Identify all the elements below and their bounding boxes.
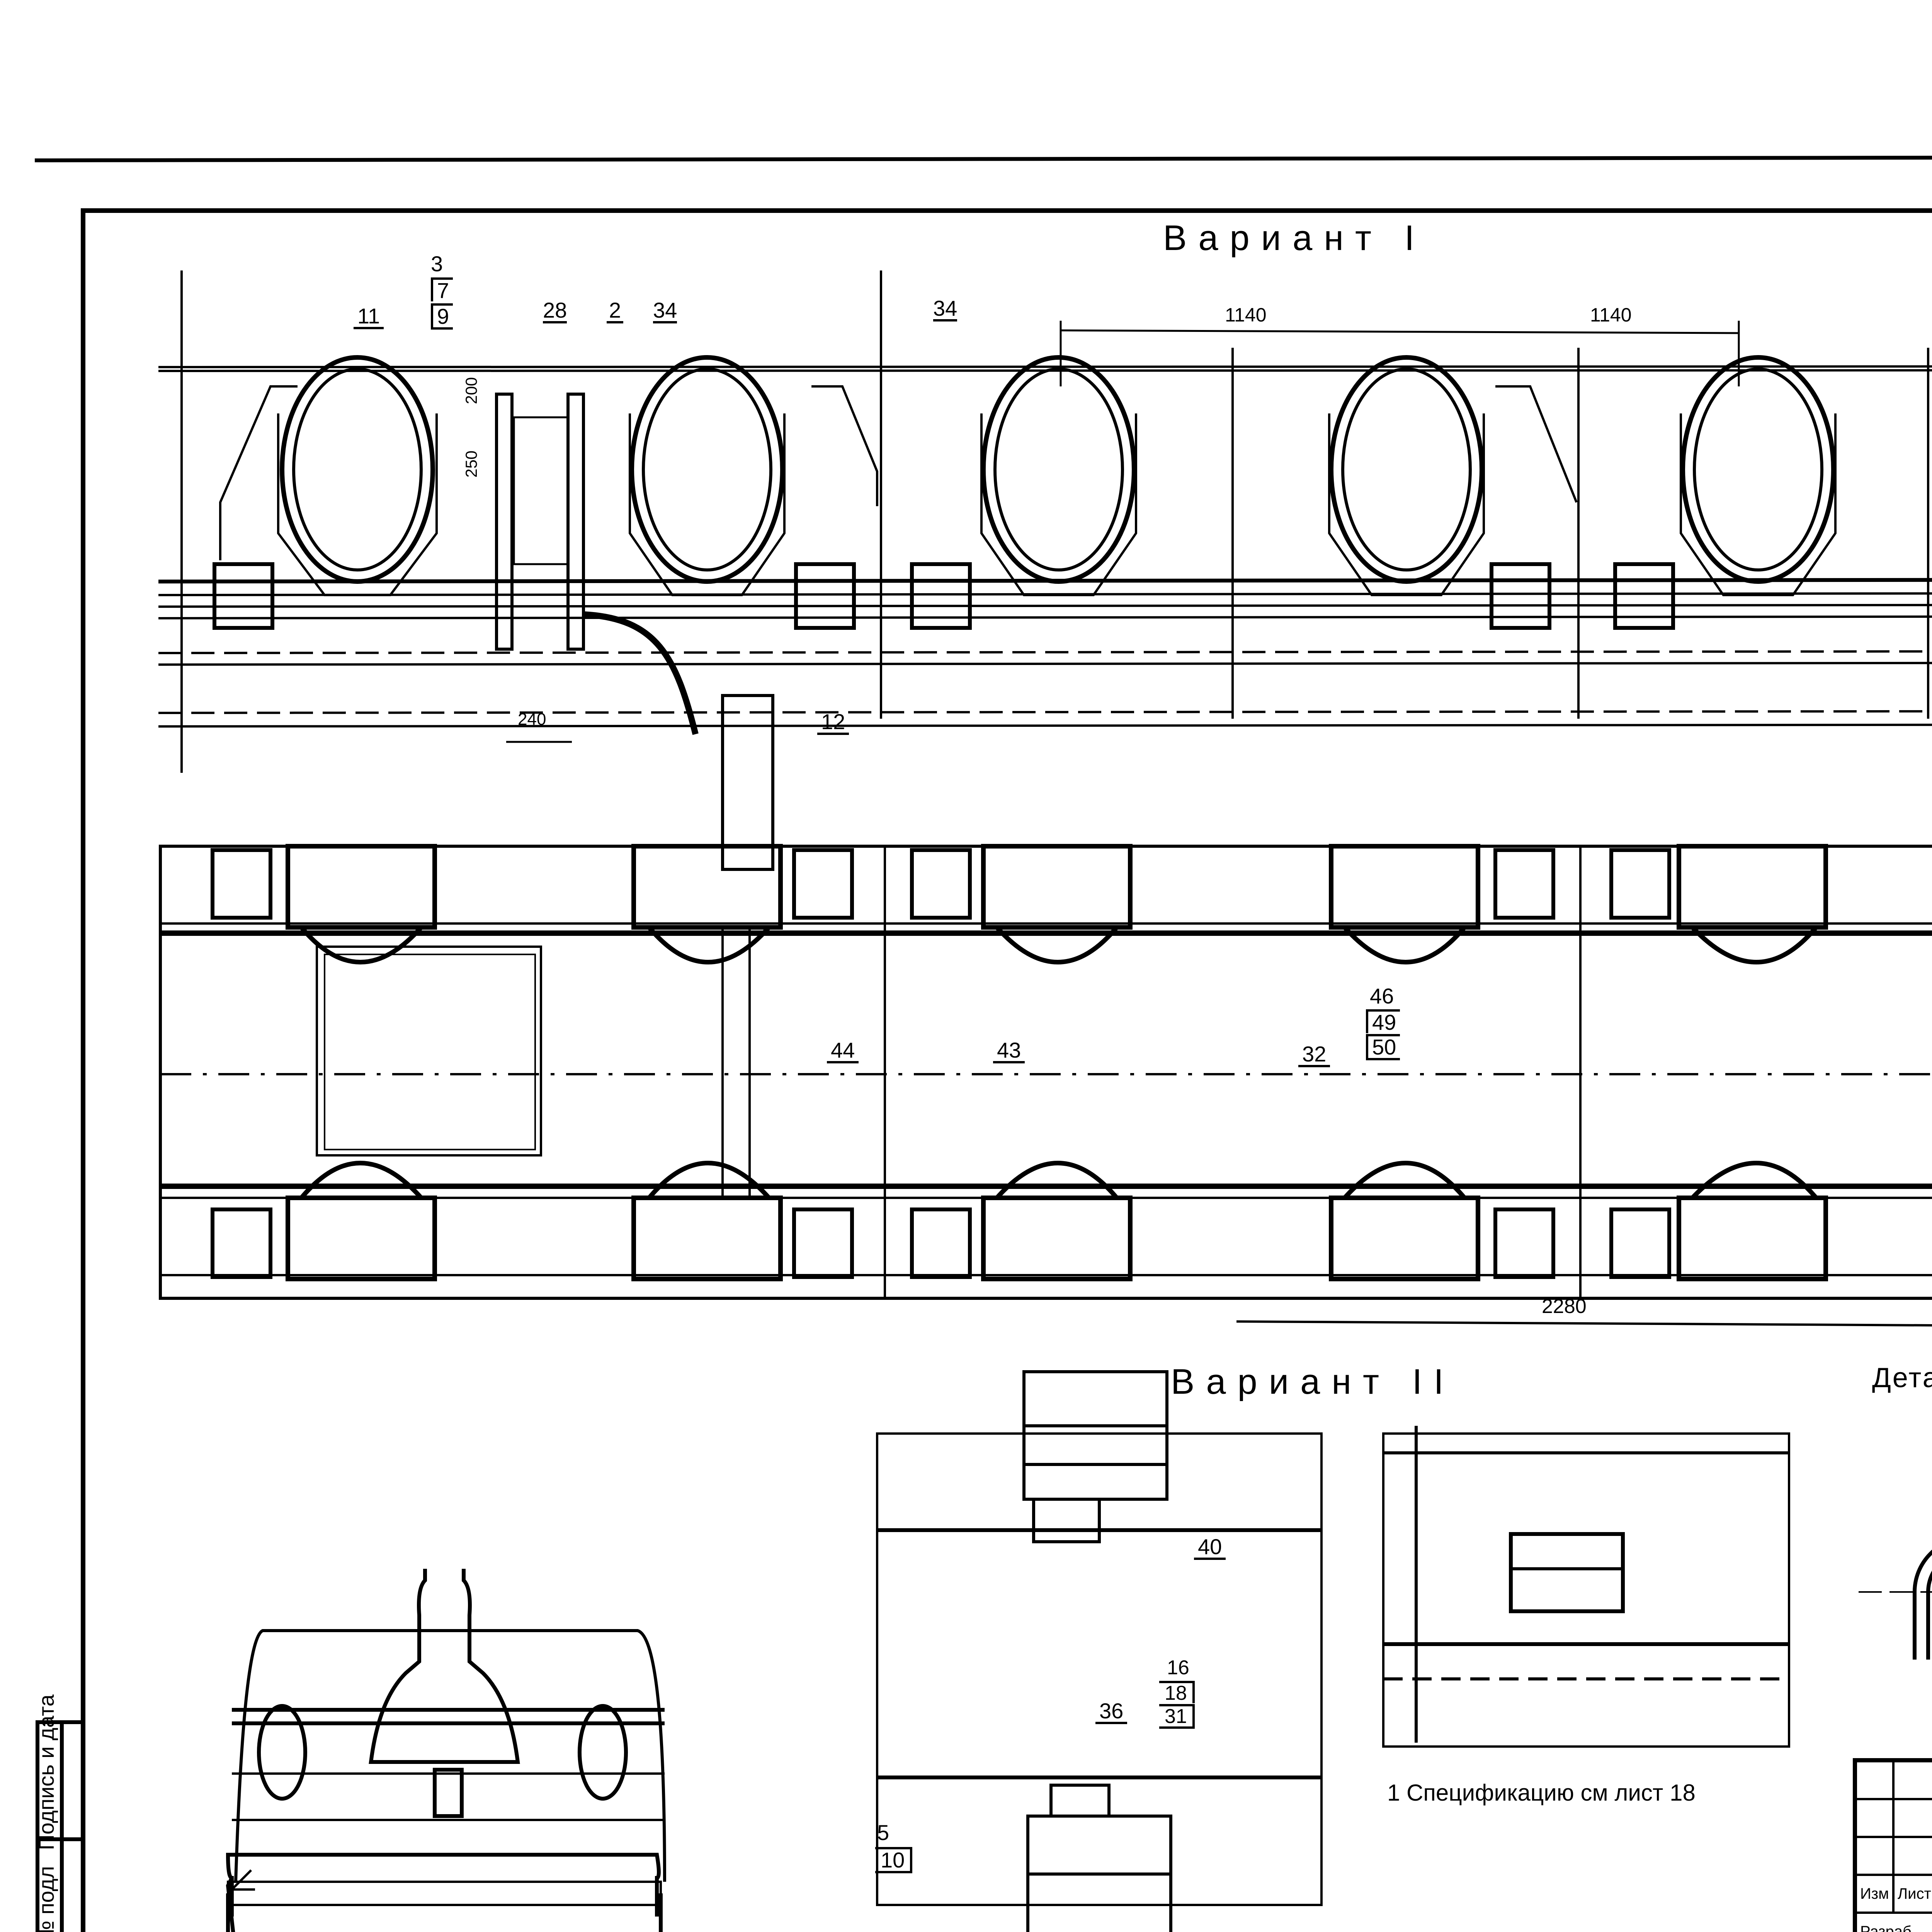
callout-16-v2: 16 [1167, 1656, 1189, 1679]
floodlight-1 [277, 355, 438, 596]
callout-34a: 34 [653, 299, 677, 323]
callout-50a: 50 [1366, 1034, 1400, 1060]
stamp-signature-date: Подпись и дата [34, 1694, 58, 1850]
callout-3: 3 [431, 252, 443, 276]
callout-31-v2: 31 [1159, 1704, 1195, 1729]
dim-200: 200 [462, 377, 481, 405]
variant1-title: Вариант I [1163, 218, 1426, 258]
callout-43: 43 [993, 1039, 1025, 1063]
staff-row: РазрабГапонова [1854, 1912, 1932, 1932]
staff-table: Изм Лист № докум Подпись Дата РазрабГапо… [1854, 1760, 1932, 1932]
dim-2280: 2280 [1542, 1295, 1587, 1318]
staff-header-row: Изм Лист № докум Подпись Дата [1855, 1874, 1932, 1914]
callout-44a: 44 [827, 1039, 859, 1063]
floodlight-4 [1328, 355, 1485, 596]
left-stamp-frame [36, 1720, 85, 1932]
spec-note: 1 Спецификацию см лист 18 [1387, 1780, 1696, 1806]
callout-10: 10 [875, 1847, 913, 1873]
callout-11: 11 [354, 305, 384, 329]
ballast-boxes-variant1 [213, 562, 1675, 630]
variant2-title: Вариант II [1171, 1362, 1455, 1401]
detail31-drawing [1859, 1549, 1932, 1660]
stamp-inventory-no: Инв № подл [34, 1866, 58, 1932]
callout-12: 12 [817, 711, 849, 735]
plan-floodlights [286, 844, 1828, 1281]
callout-2: 2 [607, 299, 624, 323]
floodlight-5 [1680, 355, 1837, 596]
callout-7: 7 [431, 277, 453, 301]
dim-1140a: 1140 [1225, 304, 1267, 326]
dim-240: 240 [518, 710, 546, 729]
callout-18-v2: 18 [1159, 1681, 1195, 1703]
callout-28: 28 [543, 299, 567, 323]
callout-46: 46 [1370, 984, 1394, 1008]
sheet-frame [34, 156, 1932, 1932]
plan-view [159, 845, 1932, 1327]
variant2-side-view-right [1382, 1426, 1790, 1748]
callout-40: 40 [1194, 1536, 1226, 1560]
variant2-plan-view [876, 1370, 1323, 1932]
floodlight-3 [980, 355, 1137, 596]
callout-5: 5 [877, 1820, 889, 1845]
callout-34b: 34 [933, 298, 957, 321]
callout-9: 9 [431, 303, 453, 330]
cable-drop [495, 393, 774, 871]
callout-49a: 49 [1366, 1009, 1400, 1033]
dim-250: 250 [462, 450, 481, 478]
col-izm: Изм [1855, 1874, 1895, 1914]
floodlight-2 [629, 355, 786, 596]
callout-36: 36 [1095, 1700, 1128, 1724]
detail31-title: Деталь поз. 31 М 1:2 [1872, 1362, 1932, 1393]
plan-ballast [211, 848, 1671, 1279]
col-list: Лист [1892, 1874, 1932, 1914]
dims-variant1 [506, 321, 1740, 743]
callout-32: 32 [1298, 1043, 1330, 1067]
variant2-side-view [226, 1569, 666, 1932]
title-block-frame [1853, 1758, 1932, 1932]
dim-1140b: 1140 [1590, 304, 1632, 326]
floodlights-variant1 [277, 355, 1837, 596]
